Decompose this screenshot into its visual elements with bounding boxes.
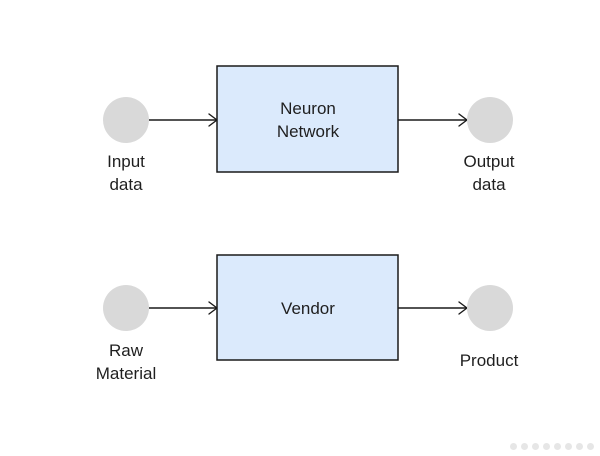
- input-data-label-line-2: data: [109, 175, 143, 194]
- input-data-label-line-1: Input: [107, 152, 145, 171]
- input-data-node: [103, 97, 149, 143]
- watermark-dot: [510, 443, 517, 450]
- watermark-dot: [576, 443, 583, 450]
- vendor-box: [216, 254, 399, 361]
- raw-material-label-line-2: Material: [96, 364, 156, 383]
- output-data-label-line-1: Output: [463, 152, 514, 171]
- raw-material-node: [103, 285, 149, 331]
- neuron-network-label-line-2: Network: [277, 122, 340, 141]
- watermark-dot: [587, 443, 594, 450]
- watermark-dot: [565, 443, 572, 450]
- watermark-dots: [510, 443, 594, 450]
- neuron-network-label-line-1: Neuron: [280, 99, 336, 118]
- watermark-dot: [521, 443, 528, 450]
- watermark-dot: [532, 443, 539, 450]
- output-data-node: [467, 97, 513, 143]
- watermark-dot: [543, 443, 550, 450]
- watermark-dot: [554, 443, 561, 450]
- neuron-network-box: [216, 65, 399, 173]
- product-label: Product: [460, 351, 519, 370]
- output-data-label-line-2: data: [472, 175, 506, 194]
- raw-material-label-line-1: Raw: [109, 341, 144, 360]
- vendor-label: Vendor: [281, 299, 335, 318]
- product-node: [467, 285, 513, 331]
